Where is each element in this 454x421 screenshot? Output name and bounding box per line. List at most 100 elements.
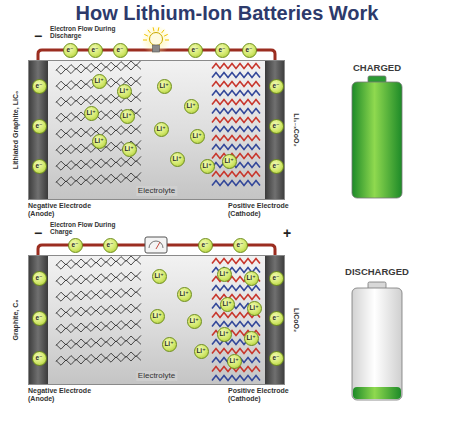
- cobalt-oxide-layer: [212, 349, 260, 354]
- particle-circle: e⁻: [32, 311, 47, 326]
- particle-circle: Li⁺: [244, 331, 259, 346]
- cobalt-oxide-layer: [212, 127, 260, 132]
- state-label: CHARGED: [353, 63, 401, 74]
- particle-circle: e⁻: [63, 43, 78, 58]
- node-text: e⁻: [245, 47, 252, 54]
- graphite-layers: [56, 255, 141, 365]
- cobalt-oxide-layer: [212, 118, 260, 123]
- node-text: Li⁺: [154, 273, 163, 280]
- node-text: Li⁺: [246, 335, 255, 342]
- light-bulb: [150, 33, 163, 46]
- terminal-sign: +: [283, 226, 291, 240]
- node-text: Li⁺: [156, 126, 165, 133]
- graphite-sheet: [56, 276, 141, 286]
- node-text: Li⁺: [94, 138, 103, 145]
- bulb-glow: [141, 25, 171, 55]
- graphite-sheet: [56, 65, 141, 75]
- particle-circle: e⁻: [32, 271, 47, 286]
- bulb-ray: [148, 30, 150, 33]
- node-text: Li⁺: [222, 301, 231, 308]
- particle-circle: Li⁺: [84, 106, 99, 121]
- particle-circle: Li⁺: [227, 354, 242, 369]
- node-text: e⁻: [116, 47, 123, 54]
- node-text: Li⁺: [119, 88, 128, 95]
- particle-circle: Li⁺: [92, 134, 107, 149]
- node-text: e⁻: [35, 355, 42, 362]
- node-text: e⁻: [35, 123, 42, 130]
- particle-circle: Li⁺: [190, 129, 205, 144]
- bulb-ray: [164, 34, 168, 36]
- node-text: e⁻: [272, 275, 279, 282]
- particle-circle: e⁻: [88, 43, 103, 58]
- node-text: e⁻: [66, 47, 73, 54]
- particle-circle: Li⁺: [217, 267, 232, 282]
- particle-circle: Li⁺: [194, 344, 209, 359]
- battery-body: [352, 82, 402, 198]
- node-text: Li⁺: [124, 146, 133, 153]
- cobalt-oxide-layer: [212, 91, 260, 96]
- graphite-sheet: [56, 356, 141, 366]
- electrode-material: Graphite, C₆: [12, 300, 20, 341]
- particle-circle: Li⁺: [162, 337, 177, 352]
- graphite-sheet: [56, 324, 141, 334]
- particle-circle: Li⁺: [150, 309, 165, 324]
- state-label: DISCHARGED: [345, 267, 409, 278]
- cathode-layers: [212, 259, 260, 381]
- particle-circle: e⁻: [269, 351, 284, 366]
- cobalt-oxide-layer: [212, 295, 260, 300]
- node-text: Li⁺: [189, 318, 198, 325]
- cobalt-oxide-layer: [212, 82, 260, 87]
- particle-circle: e⁻: [68, 238, 83, 253]
- node-text: e⁻: [218, 47, 225, 54]
- particle-circle: e⁻: [269, 159, 284, 174]
- node-text: e⁻: [272, 163, 279, 170]
- flow-note: Electron Flow During Charge: [50, 221, 120, 236]
- particle-circle: Li⁺: [247, 301, 262, 316]
- bulb-ray: [165, 40, 169, 41]
- particle-circle: Li⁺: [152, 269, 167, 284]
- particle-circle: Li⁺: [120, 109, 135, 124]
- particle-circle: e⁻: [32, 159, 47, 174]
- node-text: Li⁺: [186, 103, 195, 110]
- node-text: Li⁺: [179, 291, 188, 298]
- node-text: Li⁺: [219, 271, 228, 278]
- electrode-name: Negative Electrode (Anode): [28, 202, 108, 218]
- electrode-name: Positive Electrode (Cathode): [228, 202, 308, 218]
- electrode-name: Negative Electrode (Anode): [28, 387, 108, 403]
- particle-circle: e⁻: [32, 119, 47, 134]
- cobalt-oxide-layer: [212, 64, 260, 69]
- particle-circle: Li⁺: [244, 271, 259, 286]
- electrode-name: Positive Electrode (Cathode): [228, 387, 308, 403]
- particle-circle: Li⁺: [154, 122, 169, 137]
- particle-circle: e⁻: [32, 79, 47, 94]
- node-text: Li⁺: [122, 113, 131, 120]
- electrolyte-cell: Electrolytee⁻e⁻e⁻Li⁺Li⁺Li⁺Li⁺Li⁺Li⁺Li⁺Li…: [28, 60, 285, 200]
- node-text: e⁻: [71, 242, 78, 249]
- meter-needle: [156, 242, 160, 249]
- cell-body: [28, 60, 285, 200]
- electrode-material: LiCoO₂: [292, 308, 300, 332]
- node-text: e⁻: [201, 242, 208, 249]
- cathode-layers: [212, 64, 260, 186]
- node-text: e⁻: [272, 315, 279, 322]
- cobalt-oxide-layer: [212, 322, 260, 327]
- node-text: e⁻: [272, 355, 279, 362]
- diagram-title: How Lithium-Ion Batteries Work: [0, 2, 454, 24]
- electrode-material: Li₁₋ₓCoO₂: [292, 113, 300, 146]
- particle-circle: Li⁺: [217, 327, 232, 342]
- node-text: Li⁺: [86, 110, 95, 117]
- graphite-sheet: [56, 161, 141, 171]
- particle-circle: e⁻: [242, 43, 257, 58]
- graphite-sheet: [56, 340, 141, 350]
- node-text: Li⁺: [192, 133, 201, 140]
- cobalt-oxide-layer: [212, 259, 260, 264]
- particle-circle: Li⁺: [122, 142, 137, 157]
- cell-body: [28, 255, 285, 385]
- particle-circle: Li⁺: [187, 314, 202, 329]
- cobalt-oxide-layer: [212, 109, 260, 114]
- particle-circle: Li⁺: [222, 154, 237, 169]
- node-text: e⁻: [35, 163, 42, 170]
- cobalt-oxide-layer: [212, 286, 260, 291]
- battery-charge-level: [353, 387, 401, 399]
- bulb-ray: [144, 34, 148, 36]
